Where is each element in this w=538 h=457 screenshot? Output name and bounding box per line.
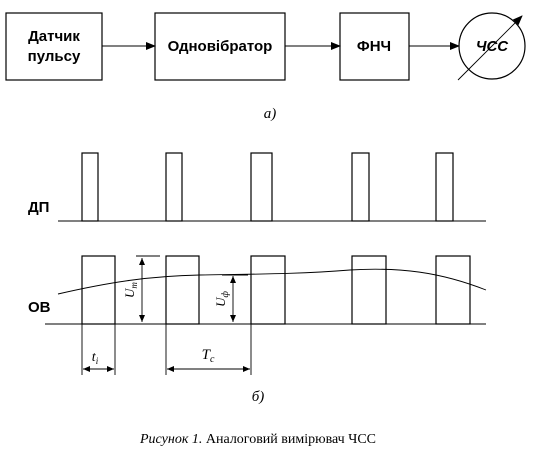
ov-pulse [435,255,471,325]
figure-caption: Рисунок 1. Аналоговий вимірювач ЧСС [139,432,376,447]
ti-label-main: t [92,350,97,365]
um-label: Um [122,282,139,298]
dp-pulse [165,152,183,222]
caption-text: Аналоговий вимірювач ЧСС [206,432,376,447]
meter-circle [458,12,526,80]
lpf-block [339,12,410,81]
um-label-sub: m [129,282,139,289]
monostable-block [154,12,286,81]
ov-pulse [351,255,387,325]
timing-diagram: ДП ОВ Um Uф [28,152,487,405]
part-b-label: б) [252,389,265,405]
ov-pulse [165,255,200,325]
ov-signal-label: ОВ [28,299,51,316]
sensor-block [5,12,103,81]
tc-label-sub: c [210,354,215,365]
dp-pulse [250,152,273,222]
tc-label-main: T [202,347,212,363]
tc-label: Tc [202,347,215,365]
caption-prefix: Рисунок 1. [139,432,202,447]
sensor-block-label-line1: Датчик [28,28,80,45]
svg-text:Uф: Uф [213,291,230,307]
um-label-main: U [122,287,137,298]
dp-signal-label: ДП [28,199,49,216]
uf-label: Uф [213,291,230,307]
ov-pulse [81,255,116,325]
monostable-block-label: Одновібратор [168,38,273,55]
dp-pulse [435,152,454,222]
uf-label-main: U [213,296,228,307]
meter-needle-icon [457,15,523,81]
svg-text:Um: Um [122,282,139,298]
meter-label: ЧСС [476,38,509,55]
ti-label-sub: i [96,356,99,366]
dp-pulse [351,152,370,222]
block-diagram: Датчик пульсу Одновібратор ФНЧ ЧСС а) [5,12,526,122]
ov-pulse [250,255,286,325]
sensor-block-label-line2: пульсу [28,48,81,65]
filtered-average-curve [57,268,487,295]
ti-label: ti [92,350,99,366]
uf-label-sub: ф [220,291,230,298]
dp-pulse [81,152,99,222]
part-a-label: а) [264,106,277,122]
lpf-block-label: ФНЧ [357,38,391,55]
